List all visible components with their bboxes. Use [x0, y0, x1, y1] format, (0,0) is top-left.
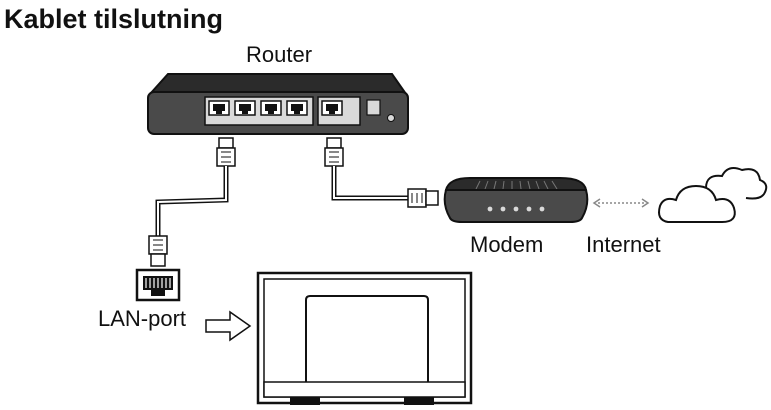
modem-top-vents — [475, 180, 558, 190]
router-wan-ports — [321, 100, 343, 116]
modem-indicator-light — [487, 206, 493, 212]
modem-indicator-lights — [487, 206, 545, 212]
wan-cable — [324, 137, 439, 208]
internet-label: Internet — [586, 232, 661, 257]
cloud-icon — [658, 167, 768, 223]
modem-top-face — [444, 177, 588, 191]
lan-port-socket — [260, 100, 282, 116]
arrow-right-icon — [205, 310, 252, 342]
lan-port-socket — [286, 100, 308, 116]
modem-device — [443, 177, 589, 223]
router-label: Router — [246, 42, 313, 67]
internet-link — [592, 198, 650, 208]
modem-label: Modem — [470, 232, 544, 257]
router-lan-ports — [208, 100, 308, 116]
diagram-title: Kablet tilslutning — [4, 4, 223, 34]
router-device — [147, 73, 409, 135]
modem-indicator-light — [513, 206, 519, 212]
modem-indicator-light — [539, 206, 545, 212]
router-reset-button — [387, 114, 395, 122]
lan-port-socket — [234, 100, 256, 116]
display-back — [256, 271, 473, 405]
modem-indicator-light — [500, 206, 506, 212]
lan-cable — [148, 137, 236, 267]
modem-indicator-light — [526, 206, 532, 212]
modem-front-face — [443, 189, 589, 223]
router-power-jack — [366, 99, 381, 116]
lan-port-label: LAN-port — [98, 306, 187, 331]
lan-port-jack — [135, 268, 181, 302]
wan-port-socket — [321, 100, 343, 116]
lan-port-socket — [208, 100, 230, 116]
